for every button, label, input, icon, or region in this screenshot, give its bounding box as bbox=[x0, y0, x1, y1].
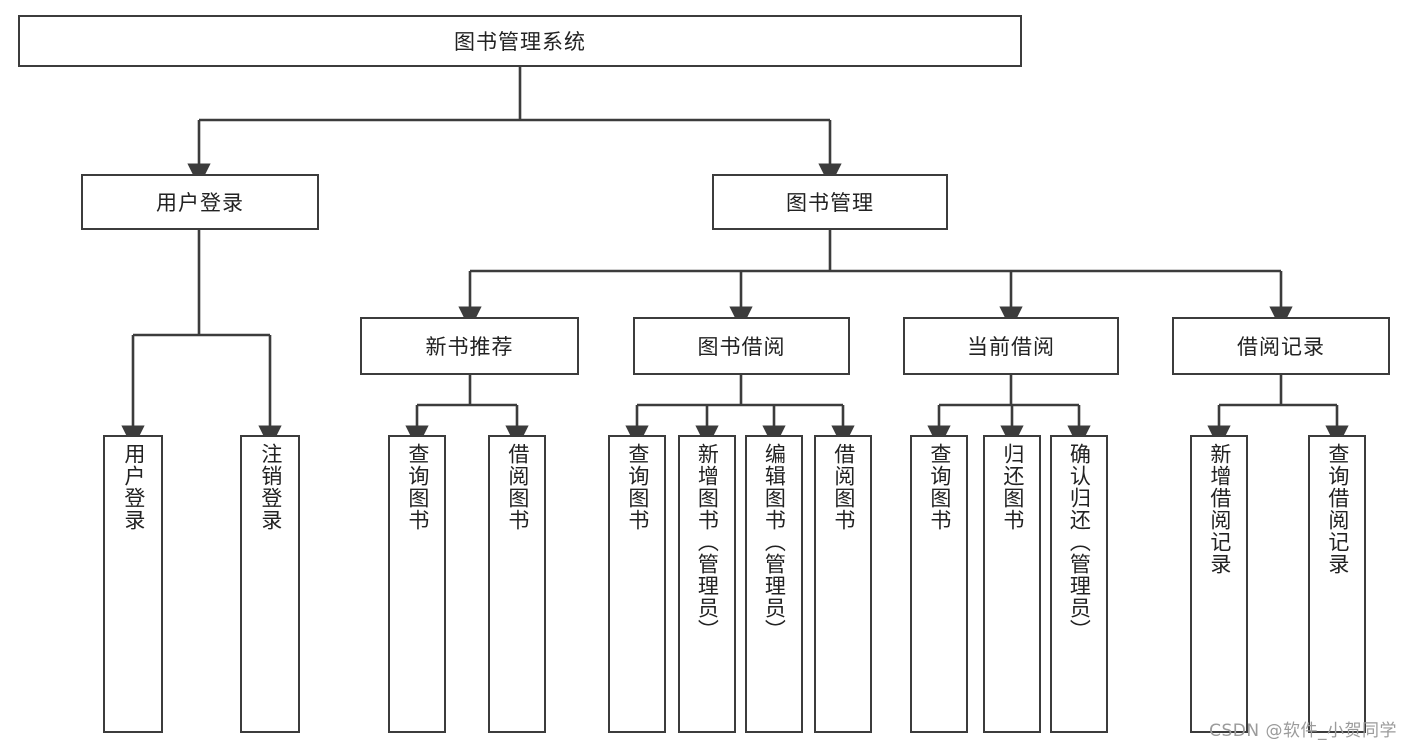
node-leaf-borrow-book-1-label: 借阅图书 bbox=[505, 443, 530, 531]
node-new-book-rec-label: 新书推荐 bbox=[425, 335, 514, 359]
node-leaf-edit-book-label: 编辑图书（管理员） bbox=[762, 443, 787, 641]
node-leaf-return-book[interactable]: 归还图书 bbox=[983, 435, 1041, 733]
node-leaf-confirm-return-label: 确认归还（管理员） bbox=[1067, 443, 1092, 641]
node-root[interactable]: 图书管理系统 bbox=[18, 15, 1022, 67]
node-borrow-record[interactable]: 借阅记录 bbox=[1172, 317, 1390, 375]
node-leaf-query-book-1[interactable]: 查询图书 bbox=[388, 435, 446, 733]
node-leaf-return-book-label: 归还图书 bbox=[1000, 443, 1025, 531]
node-leaf-add-book[interactable]: 新增图书（管理员） bbox=[678, 435, 736, 733]
node-new-book-rec[interactable]: 新书推荐 bbox=[360, 317, 579, 375]
node-leaf-query-book-1-label: 查询图书 bbox=[405, 443, 430, 531]
csdn-watermark: CSDN @软件_小贺同学 bbox=[1209, 721, 1397, 741]
node-leaf-borrow-book-1[interactable]: 借阅图书 bbox=[488, 435, 546, 733]
node-leaf-query-book-3-label: 查询图书 bbox=[927, 443, 952, 531]
node-leaf-borrow-book-2[interactable]: 借阅图书 bbox=[814, 435, 872, 733]
node-leaf-user-logout-label: 注销登录 bbox=[258, 443, 283, 531]
node-borrow-record-label: 借阅记录 bbox=[1237, 335, 1325, 359]
node-leaf-borrow-book-2-label: 借阅图书 bbox=[831, 443, 856, 531]
node-leaf-add-record[interactable]: 新增借阅记录 bbox=[1190, 435, 1248, 733]
node-book-borrow-label: 图书借阅 bbox=[697, 335, 786, 359]
node-user-login-label: 用户登录 bbox=[156, 191, 244, 215]
node-leaf-query-record-label: 查询借阅记录 bbox=[1325, 443, 1350, 575]
node-book-borrow[interactable]: 图书借阅 bbox=[633, 317, 850, 375]
node-leaf-query-book-2[interactable]: 查询图书 bbox=[608, 435, 666, 733]
node-book-manage-label: 图书管理 bbox=[786, 191, 874, 215]
node-user-login[interactable]: 用户登录 bbox=[81, 174, 319, 230]
node-current-borrow-label: 当前借阅 bbox=[967, 335, 1055, 359]
node-leaf-query-book-2-label: 查询图书 bbox=[625, 443, 650, 531]
node-root-label: 图书管理系统 bbox=[454, 30, 586, 54]
node-leaf-add-record-label: 新增借阅记录 bbox=[1207, 443, 1232, 575]
node-leaf-query-book-3[interactable]: 查询图书 bbox=[910, 435, 968, 733]
node-leaf-user-login[interactable]: 用户登录 bbox=[103, 435, 163, 733]
node-leaf-add-book-label: 新增图书（管理员） bbox=[695, 443, 720, 641]
node-leaf-edit-book[interactable]: 编辑图书（管理员） bbox=[745, 435, 803, 733]
node-leaf-user-logout[interactable]: 注销登录 bbox=[240, 435, 300, 733]
node-leaf-user-login-label: 用户登录 bbox=[121, 443, 146, 531]
node-leaf-confirm-return[interactable]: 确认归还（管理员） bbox=[1050, 435, 1108, 733]
node-book-manage[interactable]: 图书管理 bbox=[712, 174, 948, 230]
node-current-borrow[interactable]: 当前借阅 bbox=[903, 317, 1119, 375]
node-leaf-query-record[interactable]: 查询借阅记录 bbox=[1308, 435, 1366, 733]
